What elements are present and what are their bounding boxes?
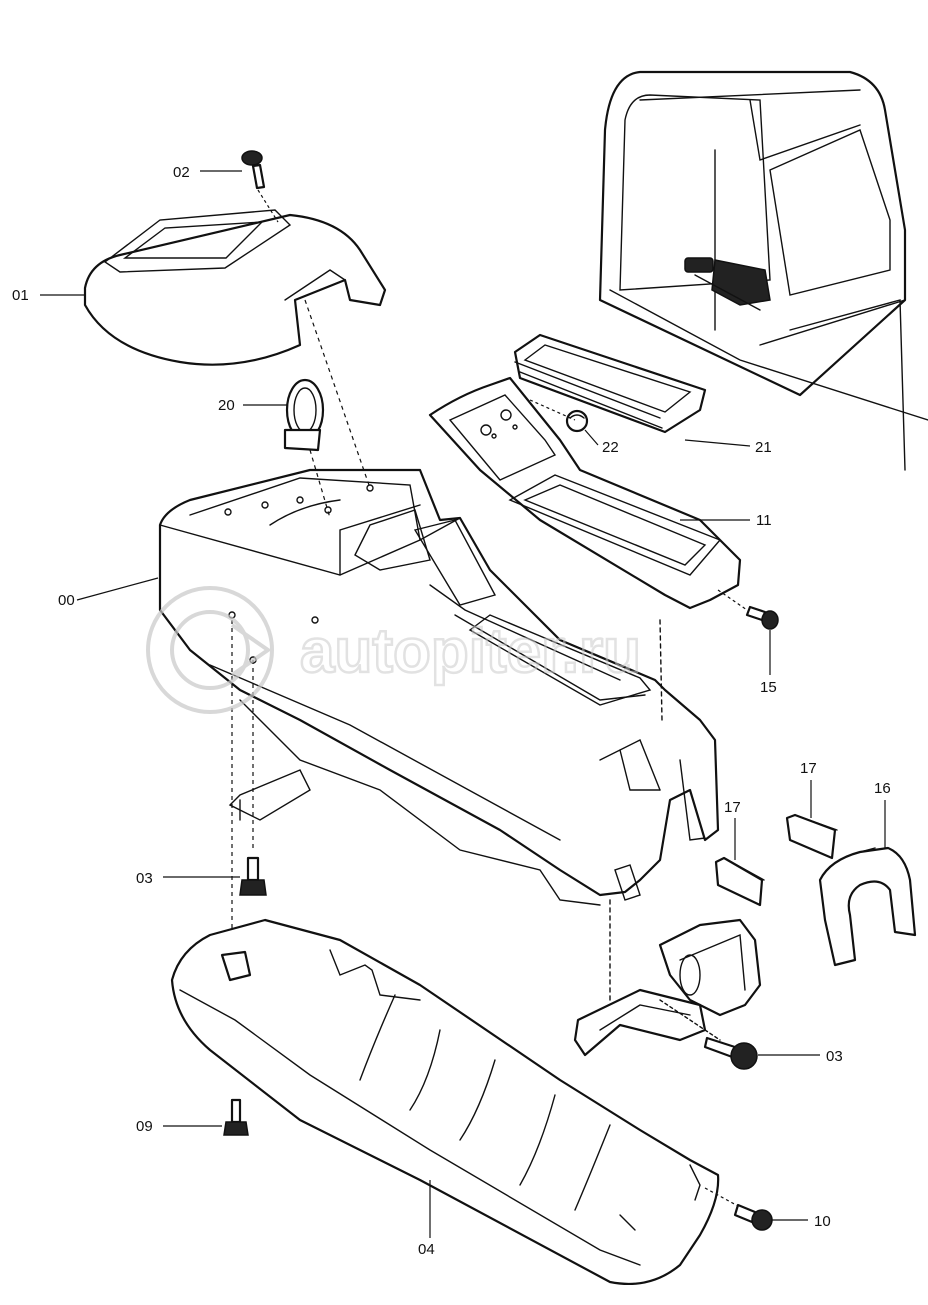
callout-17b: 17: [724, 799, 741, 816]
part-01-upper-cover: [83, 209, 387, 366]
callout-15: 15: [760, 679, 777, 696]
callout-00: 00: [58, 592, 75, 609]
watermark: autopiter.ru: [146, 586, 642, 714]
callout-20: 20: [218, 397, 235, 414]
hinge-bracket: [573, 918, 762, 1057]
part-17a-pad: [785, 813, 838, 860]
cab-inset: [598, 70, 928, 471]
callout-04: 04: [418, 1241, 435, 1258]
part-20-cable-tie: [283, 378, 325, 452]
callout-labels: 00 01 02 03 03 04 09 10 11 15 16 17 17 2…: [12, 164, 891, 1258]
part-09-bolt: [223, 1098, 249, 1136]
callout-09: 09: [136, 1118, 153, 1135]
part-21-tray: [513, 333, 707, 434]
callout-01: 01: [12, 287, 29, 304]
part-04-lower-cover: [170, 918, 720, 1286]
callout-02: 02: [173, 164, 190, 181]
part-00-console-body: [158, 468, 720, 1001]
callout-11: 11: [756, 512, 772, 529]
callout-21: 21: [755, 439, 772, 456]
callout-16: 16: [874, 780, 891, 797]
callout-22: 22: [602, 439, 619, 456]
watermark-text: autopiter.ru: [300, 617, 641, 686]
part-16-u-pad: [818, 846, 917, 967]
part-02-screw: [241, 150, 279, 223]
part-03b-bolt: [703, 1036, 758, 1070]
leader-lines: [40, 170, 886, 1238]
part-22-knob: [565, 409, 589, 433]
callout-03b: 03: [826, 1048, 843, 1065]
part-15-screw: [717, 589, 779, 630]
part-17b-pad: [714, 856, 765, 907]
callout-17a: 17: [800, 760, 817, 777]
callout-03a: 03: [136, 870, 153, 887]
part-10-bolt: [704, 1187, 773, 1231]
part-11-armrest-frame: [428, 376, 742, 610]
part-03a-bolt: [231, 620, 267, 950]
callout-10: 10: [814, 1213, 831, 1230]
